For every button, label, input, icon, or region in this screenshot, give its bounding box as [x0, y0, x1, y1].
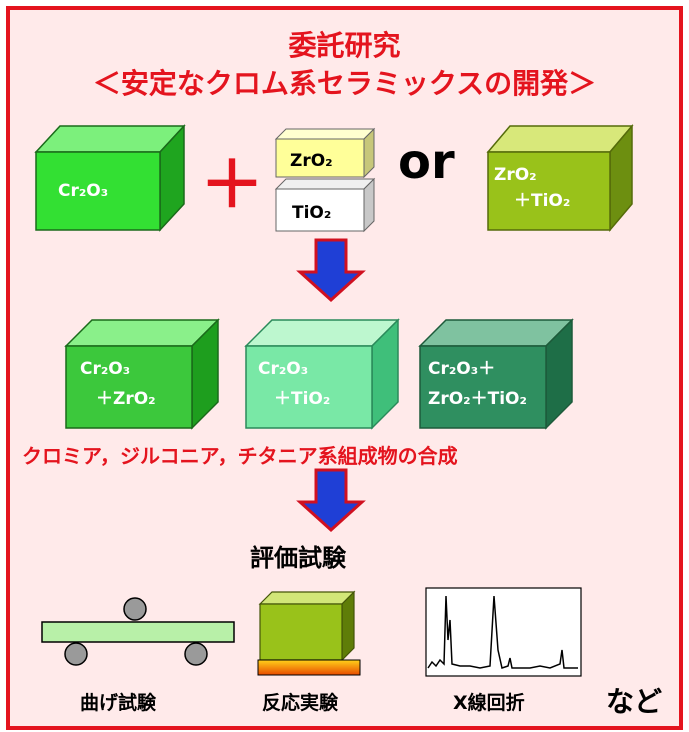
evaluation-label: 評価試験 [250, 544, 346, 572]
cube-cr2o3-tio2: Cr₂O₃ ＋TiO₂ [244, 318, 400, 430]
title-main: 委託研究 [288, 29, 401, 62]
title-subtitle: ＜安定なクロム系セラミックスの開発＞ [92, 67, 597, 100]
cube-mid2-line1: Cr₂O₃ [258, 359, 308, 379]
box-tio2-label: TiO₂ [292, 203, 331, 223]
bending-test-icon [41, 597, 235, 666]
or-label: or [398, 134, 455, 190]
xrd-pattern-icon [425, 587, 582, 677]
cube-mid3-line2: ZrO₂＋TiO₂ [428, 389, 527, 409]
cube-mid1-line1: Cr₂O₃ [80, 359, 130, 379]
bending-test-caption: 曲げ試験 [80, 692, 157, 714]
cube-cr2o3: Cr₂O₃ [34, 124, 186, 232]
cube-mix-line1: ZrO₂ [494, 165, 537, 185]
box-zro2-label: ZrO₂ [290, 151, 333, 171]
cube-mix-line2: ＋TiO₂ [514, 191, 570, 211]
cube-mid1-line2: ＋ZrO₂ [96, 389, 156, 409]
cube-mid2-line2: ＋TiO₂ [274, 389, 330, 409]
etc-label: など [606, 685, 663, 718]
cube-cr2o3-label: Cr₂O₃ [58, 181, 108, 201]
plus-sign: ＋ [200, 149, 264, 223]
cube-cr2o3-zro2-tio2: Cr₂O₃＋ ZrO₂＋TiO₂ [418, 318, 574, 430]
box-tio2: TiO₂ [274, 177, 376, 233]
synthesis-label: クロミア，ジルコニア，チタニア系組成物の合成 [22, 444, 458, 468]
box-zro2: ZrO₂ [274, 127, 376, 179]
cube-zro2-tio2: ZrO₂ ＋TiO₂ [486, 123, 634, 233]
arrow-down-1 [296, 238, 366, 303]
xrd-caption: X線回折 [453, 692, 525, 714]
cube-mid3-line1: Cr₂O₃＋ [428, 359, 495, 379]
reaction-test-icon [257, 590, 361, 676]
cube-cr2o3-zro2: Cr₂O₃ ＋ZrO₂ [64, 318, 220, 430]
reaction-test-caption: 反応実験 [262, 692, 339, 714]
arrow-down-2 [296, 468, 366, 533]
